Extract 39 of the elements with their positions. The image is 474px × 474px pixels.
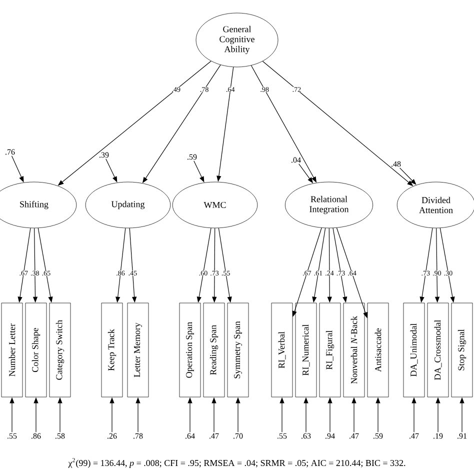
observed-box: DA_Crossmodal	[427, 302, 449, 398]
caption: χ$^{2}$(99) = 136.44, p = .008; CFI = .95; RMSEA = .04; SRMR = .05; AIC = 210.44; BIC = 332.	[68, 458, 406, 468]
observed-box: RI_Numerical	[295, 302, 317, 398]
observed-box: Keep Track	[101, 302, 123, 398]
observed-box: Symmetry Span	[227, 302, 249, 398]
observed-box: Stop Signal	[451, 302, 473, 398]
residual-value: .59	[188, 154, 197, 160]
observed-box: Reading Span	[203, 302, 225, 398]
residual-value: .04	[292, 157, 301, 163]
residual-value: .47	[350, 433, 359, 439]
residual-value: .94	[326, 433, 335, 439]
residual-value: .70	[234, 433, 243, 439]
observed-box: Color Shape	[25, 302, 47, 398]
observed-box: DA_Unimodal	[403, 302, 425, 398]
observed-box: RI_Figural	[319, 302, 341, 398]
observed-box: RI_Verbal	[271, 302, 293, 398]
residual-value: .91	[458, 433, 467, 439]
residual-value: .48	[392, 161, 401, 167]
residual-value: .47	[410, 433, 419, 439]
residual-value: .26	[108, 433, 117, 439]
residual-value: .86	[32, 433, 41, 439]
observed-box: Antisaccade	[367, 302, 389, 398]
residual-value: .64	[186, 433, 195, 439]
residual-value: .58	[56, 433, 65, 439]
residual-value: .39	[100, 152, 109, 158]
observed-box: Operation Span	[179, 302, 201, 398]
residual-value: .19	[434, 433, 443, 439]
observed-box: Number Letter	[1, 302, 23, 398]
residual-value: .47	[210, 433, 219, 439]
residual-value: .76	[6, 149, 15, 155]
residual-value: .63	[302, 433, 311, 439]
arrow	[400, 168, 416, 185]
observed-box: Category Switch	[49, 302, 71, 398]
observed-box: Nonverbal N-Back	[343, 302, 365, 398]
residual-value: .78	[134, 433, 143, 439]
residual-value: .55	[278, 433, 287, 439]
observed-box: Letter Memory	[127, 302, 149, 398]
residual-value: .59	[374, 433, 383, 439]
residual-value: .55	[8, 433, 17, 439]
